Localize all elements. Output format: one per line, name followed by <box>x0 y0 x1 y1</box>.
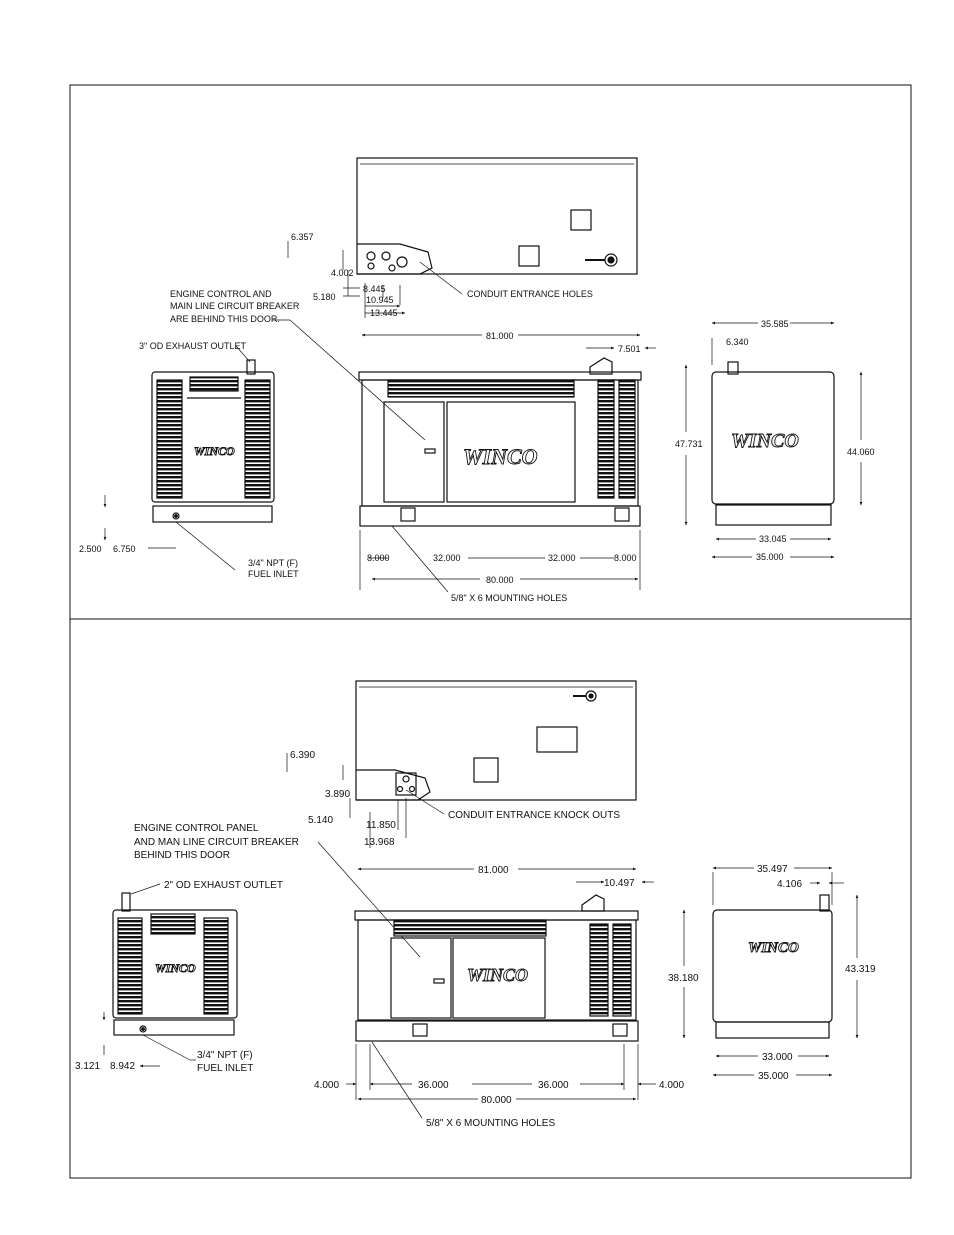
top-side-dim-2: 4.002 <box>331 268 354 278</box>
bottom-side-dim-5: 13.968 <box>364 837 395 848</box>
bottom-right-end-view <box>712 894 833 1039</box>
top-exhaust-leader <box>235 345 251 363</box>
bottom-end-width: 35.497 <box>757 864 788 875</box>
bottom-end-height-right: 43.319 <box>845 964 876 975</box>
bottom-bottom-dim-4: 4.000 <box>659 1080 684 1091</box>
bottom-fuel-dim-1: 3.121 <box>75 1061 100 1072</box>
top-right-end-view <box>711 361 835 526</box>
top-front-offset: 7.501 <box>618 344 641 354</box>
top-end-width: 35.585 <box>761 319 789 329</box>
bottom-side-dim-1: 6.390 <box>290 750 315 761</box>
top-side-dim-4: 8.445 <box>363 284 386 294</box>
top-plan-dimensions <box>287 241 463 318</box>
bottom-front-offset: 10.497 <box>604 878 635 889</box>
bottom-left-end-view <box>112 892 238 1036</box>
bottom-engine-leader <box>317 841 421 958</box>
top-conduit-label: CONDUIT ENTRANCE HOLES <box>467 289 593 299</box>
bottom-base-length: 80.000 <box>481 1095 512 1106</box>
top-end-inner: 33.045 <box>759 534 787 544</box>
top-left-logo: WINCO <box>194 444 235 458</box>
bottom-exhaust-label: 2" OD EXHAUST OUTLET <box>164 880 283 891</box>
top-bottom-dim-4: 8.000 <box>614 553 637 563</box>
bottom-front-width: 81.000 <box>478 865 509 876</box>
top-front-width: 81.000 <box>486 331 514 341</box>
top-panel: 6.357 4.002 5.180 8.445 10.945 13.445 CO… <box>79 157 875 603</box>
bottom-bottom-dim-2: 36.000 <box>418 1080 449 1091</box>
top-engine-leader-2 <box>289 319 426 441</box>
top-mount-label: 5/8" X 6 MOUNTING HOLES <box>451 593 567 603</box>
bottom-engine-label-1: ENGINE CONTROL PANEL <box>134 823 259 834</box>
top-engine-label-2: MAIN LINE CIRCUIT BREAKER <box>170 301 300 311</box>
bottom-side-dim-4: 11.850 <box>366 820 396 831</box>
bottom-side-dim-2: 3.890 <box>325 789 350 800</box>
bottom-front-logo: WINCO <box>467 965 528 985</box>
top-engine-label-3: ARE BEHIND THIS DOOR. <box>170 314 280 324</box>
bottom-mount-label: 5/8" X 6 MOUNTING HOLES <box>426 1118 555 1129</box>
top-fuel-label-2: FUEL INLET <box>248 569 299 579</box>
top-engine-label-1: ENGINE CONTROL AND <box>170 289 272 299</box>
bottom-bottom-dim-1: 4.000 <box>314 1080 339 1091</box>
bottom-side-dim-3: 5.140 <box>308 815 333 826</box>
top-fuel-dimensions <box>103 495 236 571</box>
top-end-base: 35.000 <box>756 552 784 562</box>
top-bottom-dim-1: 8.000 <box>367 553 390 563</box>
drawing-frame <box>69 84 912 1179</box>
top-exhaust-label: 3" OD EXHAUST OUTLET <box>139 341 247 351</box>
top-end-height-left: 47.731 <box>675 439 703 449</box>
bottom-fuel-dimensions <box>102 1012 196 1068</box>
bottom-end-height-left: 38.180 <box>668 973 699 984</box>
top-side-dim-6: 13.445 <box>370 308 398 318</box>
top-side-dim-5: 10.945 <box>366 295 394 305</box>
top-left-end-view <box>151 359 275 523</box>
top-front-view <box>358 357 642 527</box>
bottom-panel: 6.390 3.890 5.140 11.850 13.968 CONDUIT … <box>75 680 876 1129</box>
top-base-length: 80.000 <box>486 575 514 585</box>
bottom-end-offset: 4.106 <box>777 879 802 890</box>
top-end-height-right: 44.060 <box>847 447 875 457</box>
bottom-right-dimensions <box>682 866 859 1077</box>
bottom-plan-view <box>355 680 637 801</box>
top-front-logo: WINCO <box>463 444 538 469</box>
bottom-right-logo: WINCO <box>748 940 799 956</box>
bottom-fuel-label-1: 3/4" NPT (F) <box>197 1050 253 1061</box>
bottom-conduit-label: CONDUIT ENTRANCE KNOCK OUTS <box>448 810 620 821</box>
top-side-dim-1: 6.357 <box>291 232 314 242</box>
bottom-plan-dimensions <box>286 753 445 848</box>
top-end-offset: 6.340 <box>726 337 749 347</box>
top-side-dim-3: 5.180 <box>313 292 336 302</box>
bottom-engine-label-2: AND MAN LINE CIRCUIT BREAKER <box>134 837 299 848</box>
top-front-dimensions <box>359 333 656 593</box>
top-fuel-dim-1: 2.500 <box>79 544 102 554</box>
top-fuel-label-1: 3/4" NPT (F) <box>248 558 298 568</box>
bottom-left-logo: WINCO <box>155 961 196 975</box>
bottom-end-inner: 33.000 <box>762 1052 793 1063</box>
top-right-dimensions <box>684 321 863 559</box>
top-fuel-dim-2: 6.750 <box>113 544 136 554</box>
bottom-front-view <box>354 894 639 1042</box>
bottom-bottom-dim-3: 36.000 <box>538 1080 569 1091</box>
bottom-front-dimensions <box>346 867 656 1119</box>
bottom-engine-label-3: BEHIND THIS DOOR <box>134 850 230 861</box>
bottom-fuel-dim-2: 8.942 <box>110 1061 135 1072</box>
top-right-logo: WINCO <box>731 430 799 452</box>
bottom-exhaust-leader <box>130 883 161 895</box>
top-bottom-dim-3: 32.000 <box>548 553 576 563</box>
bottom-fuel-label-2: FUEL INLET <box>197 1063 253 1074</box>
top-plan-view <box>356 157 638 275</box>
top-bottom-dim-2: 32.000 <box>433 553 461 563</box>
bottom-end-base: 35.000 <box>758 1071 789 1082</box>
